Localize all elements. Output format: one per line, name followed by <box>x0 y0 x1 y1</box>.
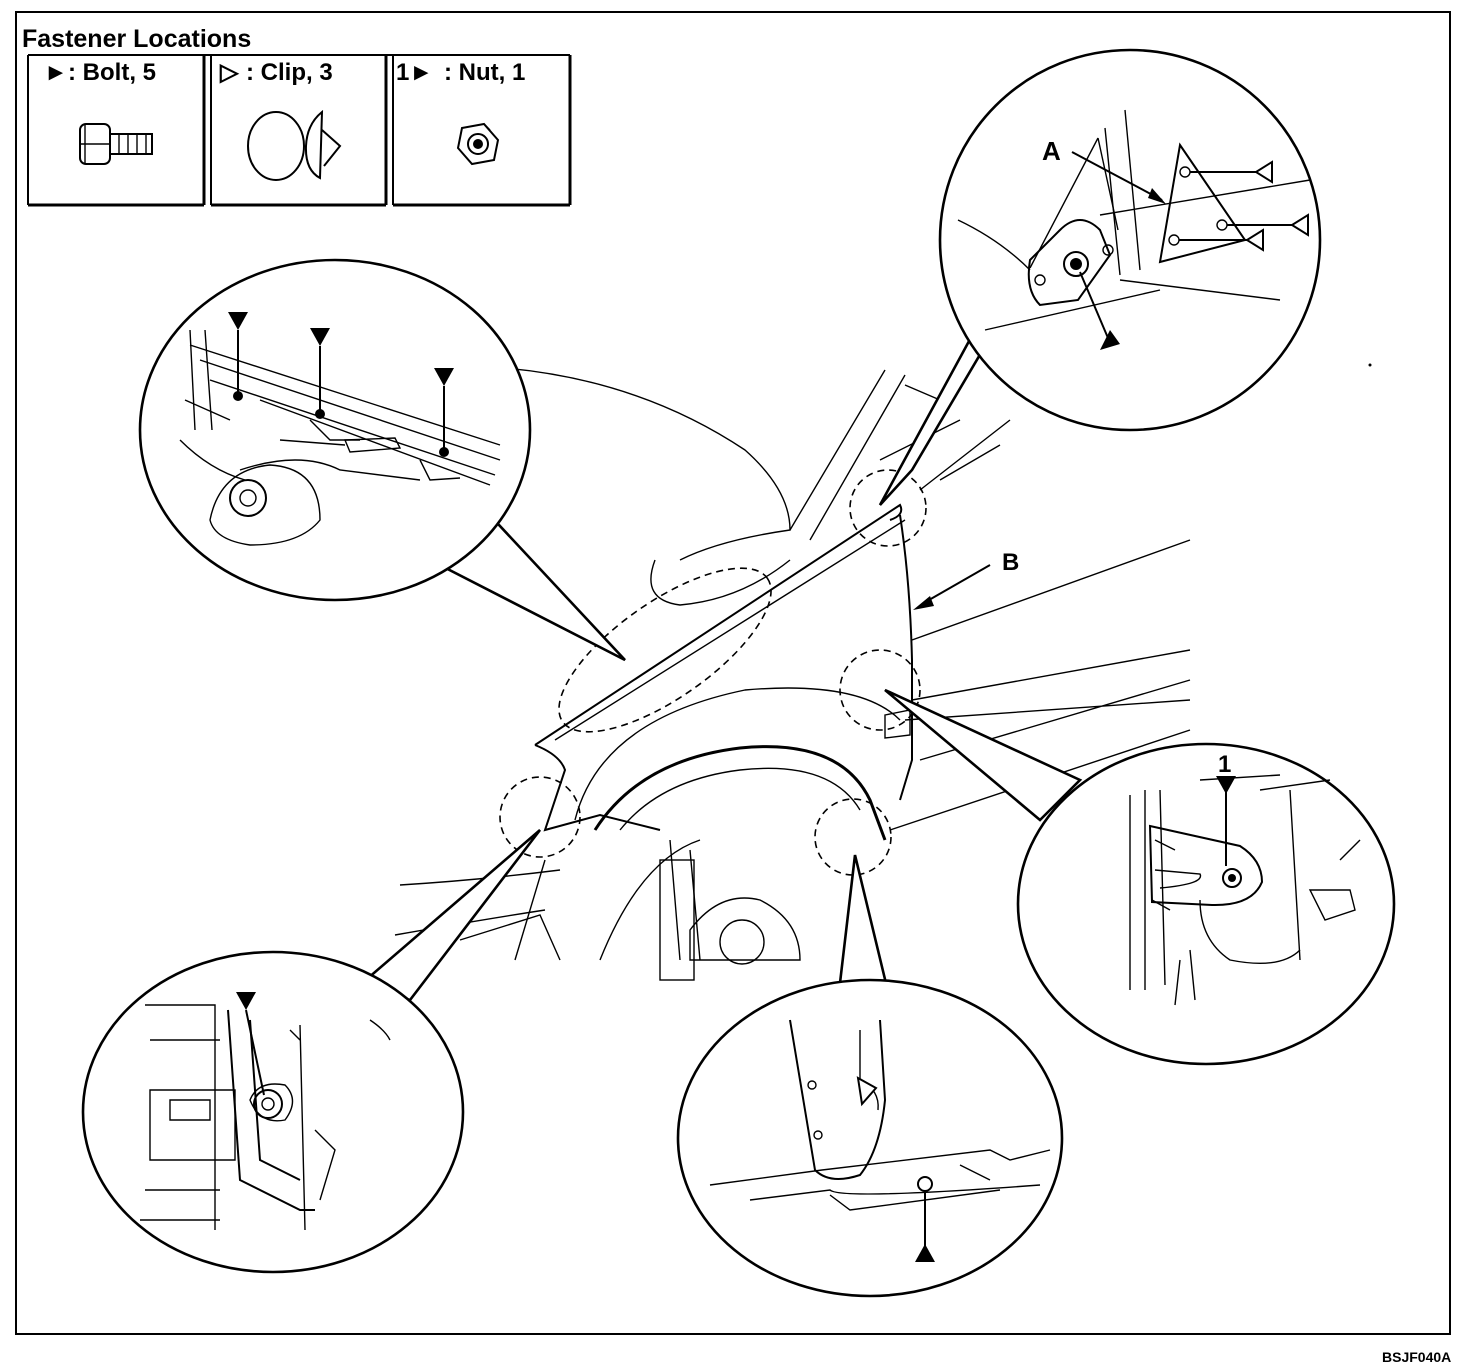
wheel-inner <box>599 839 701 961</box>
focus-rear-upper <box>839 649 921 731</box>
focus-circles <box>499 469 927 876</box>
fastener-legend: Fastener Locations ► : Bolt, 5 <box>22 25 572 207</box>
legend-nut-label: : Nut, 1 <box>444 59 525 86</box>
clip-marker-middle <box>1216 213 1309 237</box>
fender-edge-lower <box>227 1009 315 1211</box>
detail-cowl <box>138 258 626 662</box>
legend-item-nut: 1► : Nut, 1 <box>392 55 572 207</box>
door-lines <box>889 539 1191 831</box>
detail-circle-a-pillar <box>938 48 1322 432</box>
legend-item-bolt: ► : Bolt, 5 <box>27 55 206 207</box>
nut-bracket <box>1148 824 1264 907</box>
nut-icon <box>456 122 500 166</box>
legend-clip-symbol: ▷ <box>219 59 240 86</box>
detail-circle-front-lower <box>81 950 465 1274</box>
detail-front-lower <box>81 829 542 1274</box>
wheel-arch <box>593 745 887 841</box>
legend-item-clip: ▷ : Clip, 3 <box>210 55 388 207</box>
clip-marker-rear-lower <box>856 1076 878 1107</box>
focus-front-lower <box>499 776 581 858</box>
clip-marker-lower <box>1168 228 1264 252</box>
legend-clip-label: : Clip, 3 <box>246 59 333 86</box>
clip-icon <box>247 109 342 181</box>
brake-disc <box>689 897 801 961</box>
bolt-marker-cowl-1 <box>228 312 248 401</box>
detail-circle-cowl <box>138 258 532 602</box>
outer-frame <box>15 11 1451 1335</box>
fender-top-edge <box>534 503 903 746</box>
bolt-marker-cowl-2 <box>310 328 330 419</box>
nut-callout-number: 1 <box>1218 751 1231 778</box>
hood-outline <box>504 367 791 561</box>
callout-a-label: A <box>1042 136 1061 166</box>
figure-code: BSJF040A <box>1382 1349 1451 1365</box>
clip-marker-upper <box>1179 160 1273 184</box>
detail-circle-rear-lower <box>676 978 1064 1298</box>
bolt-icon <box>79 123 153 165</box>
focus-rear-lower <box>814 798 892 876</box>
bolt-marker-cowl-3 <box>434 368 454 457</box>
clip-panel <box>1158 142 1247 264</box>
focus-fender-top <box>558 567 772 733</box>
detail-rear-lower <box>676 854 1064 1298</box>
vehicle-body-sketch <box>394 367 1191 981</box>
fender-rear-edge <box>899 514 913 801</box>
strut-tower <box>209 464 321 546</box>
nut-marker: 1 <box>1216 751 1236 866</box>
bolt-marker-front-lower <box>236 992 265 1096</box>
detail-rear-upper: 1 <box>884 688 1396 1066</box>
a-pillar <box>789 369 906 541</box>
legend-bolt-symbol: ► <box>44 59 68 86</box>
focus-a-pillar <box>849 469 927 547</box>
bolt-marker-rear-lower <box>915 1176 935 1262</box>
legend-nut-symbol: 1► <box>396 59 433 86</box>
callout-b: B <box>913 549 1019 610</box>
bolt-marker-a-pillar <box>1079 271 1120 350</box>
legend-title: Fastener Locations <box>22 25 251 53</box>
callout-a: A <box>1029 136 1166 269</box>
legend-bolt-label: : Bolt, 5 <box>68 59 156 86</box>
stray-dot <box>1368 363 1372 367</box>
callout-b-label: B <box>1002 549 1019 576</box>
detail-a-pillar: A <box>878 48 1322 506</box>
